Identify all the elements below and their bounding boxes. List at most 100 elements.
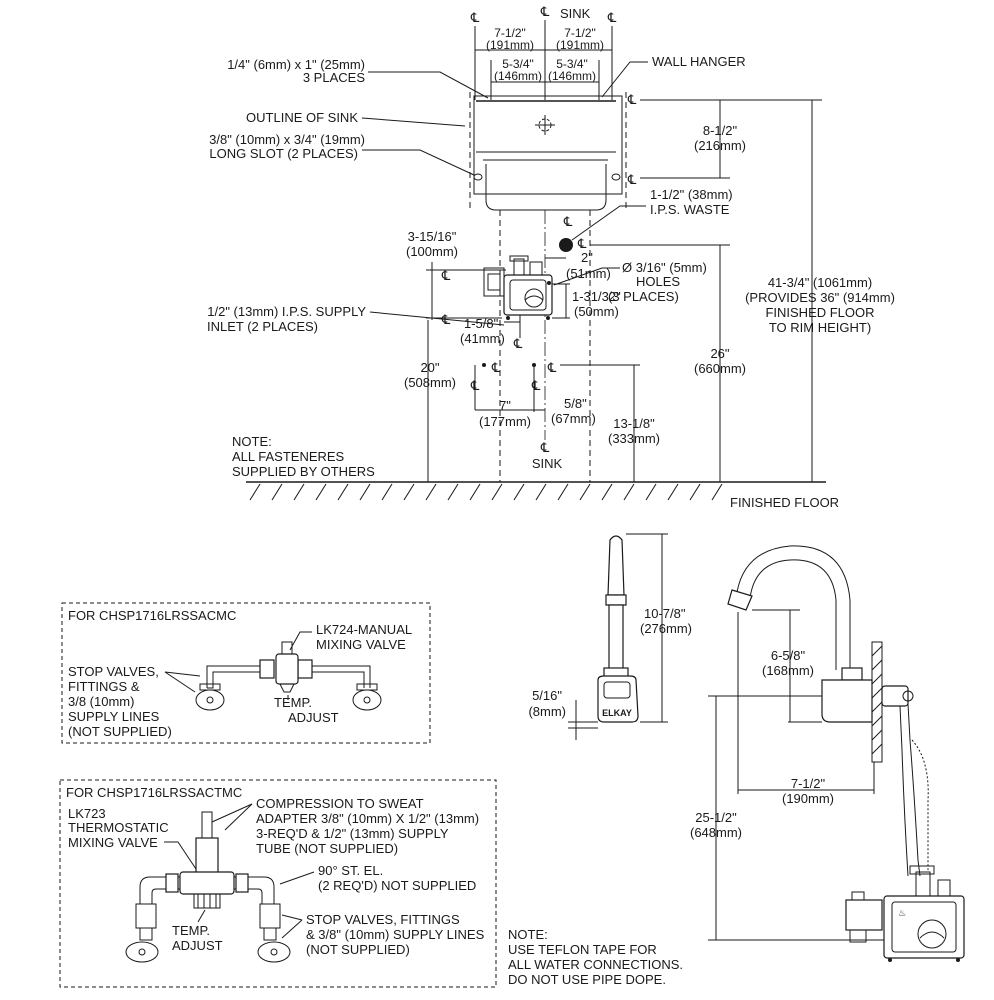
- dim-5-75-right: 5-3/4": [556, 57, 588, 71]
- note-line-1: ALL FASTENERES: [232, 449, 345, 464]
- centerline-symbol: ℄: [607, 10, 617, 25]
- supply-label-2: INLET (2 PLACES): [207, 319, 318, 334]
- lk723-label-1: LK723: [68, 806, 106, 821]
- dim-5-8: 5/8": [564, 396, 587, 411]
- dim-26: 26": [710, 346, 729, 361]
- note2-line-3: DO NOT USE PIPE DOPE.: [508, 972, 666, 987]
- comp-label-2: ADAPTER 3/8" (10mm) X 1/2" (13mm): [256, 811, 479, 826]
- lk724-detail: FOR CHSP1716LRSSACMC LK724-MANUAL MIXING…: [61, 602, 431, 744]
- note-title: NOTE:: [232, 434, 272, 449]
- supply-label-1: 1/2" (13mm) I.P.S. SUPPLY: [207, 304, 366, 319]
- box2-temp-2: ADJUST: [172, 938, 223, 953]
- centerline-symbol: ℄: [627, 172, 637, 187]
- dim-41-75: 41-3/4" (1061mm): [768, 275, 872, 290]
- centerline-symbol: ℄: [547, 360, 557, 375]
- dim-3-15-16: 3-15/16": [408, 229, 457, 244]
- dim-7-5-side: 7-1/2": [791, 776, 826, 791]
- note-line-2: SUPPLIED BY OTHERS: [232, 464, 375, 479]
- dim-1-31-32: 1-31/32": [572, 289, 621, 304]
- dim-finished-floor: FINISHED FLOOR: [765, 305, 874, 320]
- el-label-1: 90° ST. EL.: [318, 863, 383, 878]
- long-slot-label-1: 3/8" (10mm) x 3/4" (19mm): [209, 132, 365, 147]
- elkay-brand: ELKAY: [602, 708, 632, 718]
- dim-1-5-8: 1-5/8": [464, 316, 499, 331]
- dim-5-16: 5/16": [532, 688, 562, 703]
- note2-line-1: USE TEFLON TAPE FOR: [508, 942, 657, 957]
- centerline-symbol: ℄: [531, 378, 541, 393]
- dim-2: 2": [581, 250, 593, 265]
- valve-symbol: ♨: [898, 908, 906, 918]
- faucet-front-view: ELKAY 10-7/8" (276mm) 5/16" (8mm): [528, 533, 692, 740]
- waste-label-2: I.P.S. WASTE: [650, 202, 730, 217]
- lk724-label-1: LK724-MANUAL: [316, 622, 412, 637]
- dim-146-right: (146mm): [548, 69, 596, 83]
- wall-hanger-label: WALL HANGER: [652, 54, 746, 69]
- dim-10-7-8: 10-7/8": [644, 606, 686, 621]
- dim-177: (177mm): [479, 414, 531, 429]
- comp-label-4: TUBE (NOT SUPPLIED): [256, 841, 398, 856]
- centerline-symbol: ℄: [627, 92, 637, 107]
- box1-stop-4: SUPPLY LINES: [68, 709, 160, 724]
- box1-title: FOR CHSP1716LRSSACMC: [68, 608, 236, 623]
- dim-provides-36: (PROVIDES 36" (914mm): [745, 290, 895, 305]
- slot-label-2: 3 PLACES: [303, 70, 365, 85]
- holes-label-1: Ø 3/16" (5mm): [622, 260, 707, 275]
- finished-floor-label: FINISHED FLOOR: [730, 495, 839, 510]
- centerline-symbol: ℄: [577, 236, 587, 251]
- sink-label-bottom: SINK: [532, 456, 563, 471]
- comp-label-1: COMPRESSION TO SWEAT: [256, 796, 424, 811]
- box2-stop-3: (NOT SUPPLIED): [306, 942, 410, 957]
- box1-temp-1: TEMP.: [274, 695, 312, 710]
- dim-50: (50mm): [574, 304, 619, 319]
- centerline-symbol: ℄: [470, 378, 480, 393]
- sink-rough-in-elevation: ℄ ℄ ℄ SINK 7-1/2" (191mm) 7-1/2" (191mm)…: [207, 4, 895, 510]
- el-label-2: (2 REQ'D) NOT SUPPLIED: [318, 878, 476, 893]
- centerline-symbol: ℄: [491, 360, 501, 375]
- dim-rim-height: TO RIM HEIGHT): [769, 320, 871, 335]
- lk723-label-2: THERMOSTATIC: [68, 820, 169, 835]
- centerline-symbol: ℄: [563, 214, 573, 229]
- slot-label-1: 1/4" (6mm) x 1" (25mm): [227, 57, 365, 72]
- dim-67: (67mm): [551, 411, 596, 426]
- dim-41: (41mm): [460, 331, 505, 346]
- box1-stop-1: STOP VALVES,: [68, 664, 159, 679]
- box2-title: FOR CHSP1716LRSSACTMC: [66, 785, 242, 800]
- faucet-side-view: ♨ 6-5/8" (168mm) 7-1/2" (190mm) 25-1/2" …: [690, 545, 965, 962]
- sink-label: SINK: [560, 6, 591, 21]
- dim-660: (660mm): [694, 361, 746, 376]
- holes-label-2: HOLES: [636, 274, 680, 289]
- dim-7: 7": [499, 398, 511, 413]
- dim-333: (333mm): [608, 431, 660, 446]
- dim-276: (276mm): [640, 621, 692, 636]
- centerline-symbol: ℄: [540, 4, 550, 19]
- dim-190: (190mm): [782, 791, 834, 806]
- waste-label-1: 1-1/2" (38mm): [650, 187, 733, 202]
- box1-stop-5: (NOT SUPPLIED): [68, 724, 172, 739]
- lk723-label-3: MIXING VALVE: [68, 835, 158, 850]
- dim-648: (648mm): [690, 825, 742, 840]
- note2-line-2: ALL WATER CONNECTIONS.: [508, 957, 683, 972]
- lk724-label-2: MIXING VALVE: [316, 637, 406, 652]
- outline-of-sink-label: OUTLINE OF SINK: [246, 110, 358, 125]
- dim-508: (508mm): [404, 375, 456, 390]
- box1-temp-2: ADJUST: [288, 710, 339, 725]
- comp-label-3: 3-REQ'D & 1/2" (13mm) SUPPLY: [256, 826, 449, 841]
- dim-216: (216mm): [694, 138, 746, 153]
- box2-stop-2: & 3/8" (10mm) SUPPLY LINES: [306, 927, 485, 942]
- dim-25-5: 25-1/2": [695, 810, 737, 825]
- box2-temp-1: TEMP.: [172, 923, 210, 938]
- dim-8: (8mm): [528, 704, 566, 719]
- dim-20: 20": [420, 360, 439, 375]
- note2-title: NOTE:: [508, 927, 548, 942]
- teflon-note: NOTE: USE TEFLON TAPE FOR ALL WATER CONN…: [508, 927, 683, 987]
- dim-191-right: (191mm): [556, 38, 604, 52]
- lk723-detail: FOR CHSP1716LRSSACTMC LK723 THERMOSTATIC…: [59, 779, 497, 988]
- long-slot-label-2: LONG SLOT (2 PLACES): [209, 146, 358, 161]
- wall-hatch: [871, 645, 883, 755]
- holes-label-3: (3 PLACES): [608, 289, 679, 304]
- dim-5-75-left: 5-3/4": [502, 57, 534, 71]
- dim-8-5: 8-1/2": [703, 123, 738, 138]
- centerline-symbol: ℄: [441, 268, 451, 283]
- dim-7-5-left: 7-1/2": [494, 26, 526, 40]
